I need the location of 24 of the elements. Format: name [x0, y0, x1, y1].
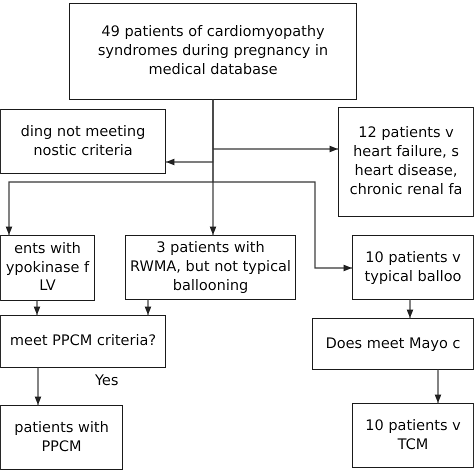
process-box	[0, 315, 166, 368]
box-text: 12 patients v heart failure, s heart disease, chronic renal fa	[348, 124, 464, 200]
process-box	[69, 3, 357, 100]
arrow	[34, 301, 40, 315]
process-box	[352, 235, 474, 300]
box-text: 10 patients v typical balloo	[364, 248, 462, 286]
box-text: 10 patients v TCM	[364, 416, 462, 454]
box-text: Does meet Mayo c	[326, 334, 460, 354]
box-text: ding not meeting nostic criteria	[20, 122, 146, 160]
process-box	[352, 403, 474, 468]
arrow	[406, 300, 414, 318]
box-text: 3 patients with RWMA, but not typical ballooning	[129, 239, 292, 296]
process-box	[312, 318, 474, 370]
arrow	[144, 300, 152, 315]
box-text: patients with PPCM	[13, 418, 110, 456]
box-text: meet PPCM criteria?	[10, 332, 156, 351]
arrow	[212, 100, 352, 272]
process-box	[0, 405, 123, 470]
process-box	[0, 109, 166, 174]
arrow	[434, 370, 442, 403]
box-text: 49 patients of cardiomyopathy syndromes during pregnancy in medical database	[96, 23, 330, 80]
process-box	[338, 107, 474, 217]
arrow	[34, 368, 42, 405]
box-text: ents with ypokinase f LV	[4, 240, 90, 296]
